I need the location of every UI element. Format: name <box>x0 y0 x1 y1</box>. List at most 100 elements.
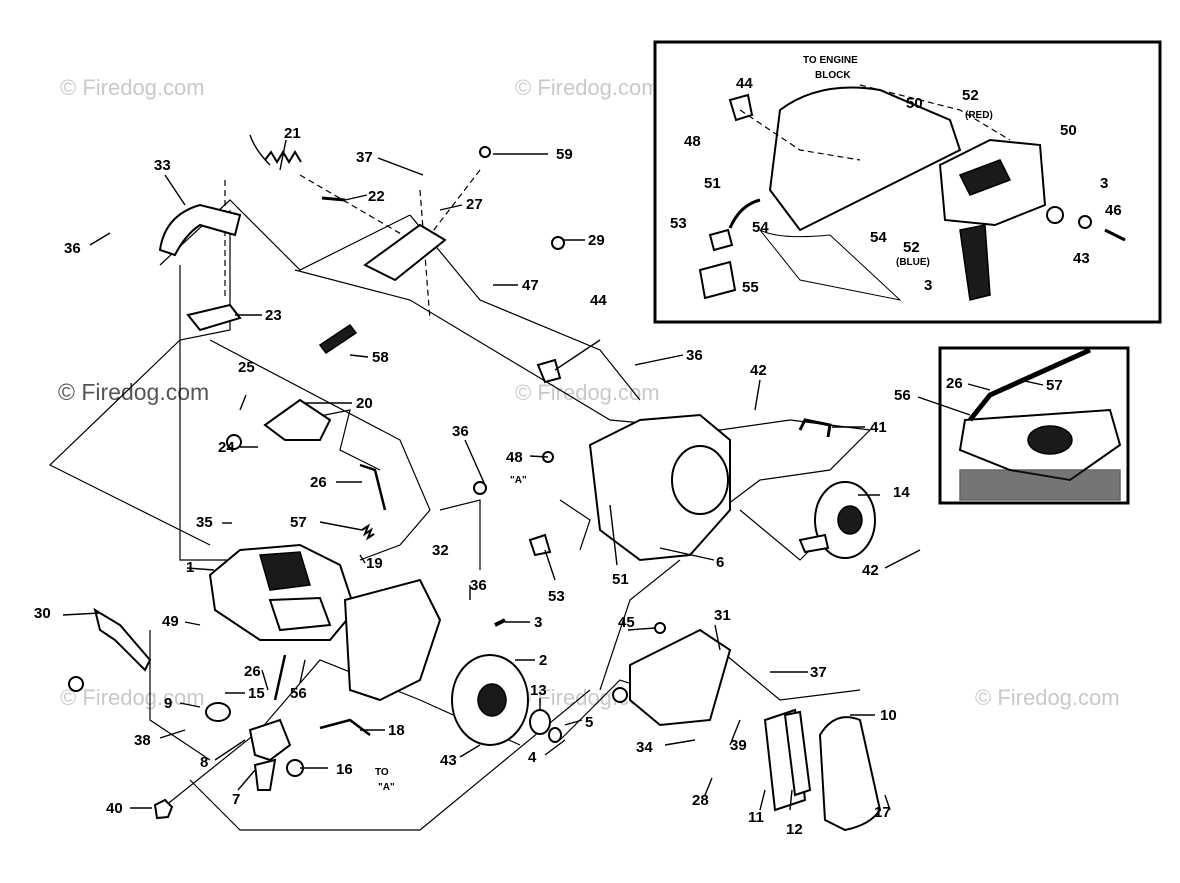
detail-label-26: 26 <box>946 375 963 392</box>
to-a-note-2: "A" <box>378 782 395 793</box>
inset-label-55: 55 <box>742 279 759 296</box>
inset-ignition-detail <box>653 40 1162 324</box>
inset-label-54: 54 <box>752 219 769 236</box>
part-label-31: 31 <box>714 607 731 624</box>
part-label-51: 51 <box>612 571 629 588</box>
detail-labels: 26 57 56 <box>894 375 1063 416</box>
part-label-14: 14 <box>893 484 910 501</box>
part-label-43: 43 <box>440 752 457 769</box>
part-label-37: 37 <box>356 149 373 166</box>
part-label-9: 9 <box>164 695 172 712</box>
inset-label-3: 3 <box>1100 175 1108 192</box>
part-label-57: 57 <box>290 514 307 531</box>
watermark-2: © Firedog.com <box>515 75 660 100</box>
watermark-4: © Firedog.com <box>58 379 209 405</box>
part-label-26b: 26 <box>244 663 261 680</box>
inset-label-44: 44 <box>736 75 753 92</box>
part-label-36b: 36 <box>686 347 703 364</box>
part-label-16: 16 <box>336 761 353 778</box>
part-label-2: 2 <box>539 652 547 669</box>
part-label-17: 17 <box>874 804 891 821</box>
to-engine-note: TO ENGINE <box>803 55 858 66</box>
cylinder-shroud <box>343 578 442 702</box>
part-label-30: 30 <box>34 605 51 622</box>
part-label-26: 26 <box>310 474 327 491</box>
filter-housing <box>629 628 732 727</box>
part-label-5: 5 <box>585 714 593 731</box>
part-label-12: 12 <box>786 821 803 838</box>
part-label-41: 41 <box>870 419 887 436</box>
part-label-37b: 37 <box>810 664 827 681</box>
part-label-47: 47 <box>522 277 539 294</box>
inset-label-50b: 50 <box>1060 122 1077 139</box>
inset-label-3b: 3 <box>924 277 932 294</box>
part-label-8: 8 <box>200 754 208 771</box>
inset-label-52b: 52 <box>903 239 920 256</box>
inset-label-51: 51 <box>704 175 721 192</box>
inset-lever-detail <box>938 346 1130 505</box>
part-label-38: 38 <box>134 732 151 749</box>
bracket-part <box>158 203 242 257</box>
part-label-33: 33 <box>154 157 171 174</box>
ref-a-note: "A" <box>510 475 527 486</box>
leader-lines <box>62 139 921 811</box>
part-label-40: 40 <box>106 800 123 817</box>
inset-label-50: 50 <box>906 95 923 112</box>
carburetor <box>248 718 292 762</box>
inset-label-53: 53 <box>670 215 687 232</box>
part-label-34: 34 <box>636 739 653 756</box>
part-label-39: 39 <box>730 737 747 754</box>
part-number-labels: 21 37 59 33 22 27 29 36 47 23 58 44 36 4… <box>34 125 910 838</box>
part-label-23: 23 <box>265 307 282 324</box>
part-label-25: 25 <box>238 359 255 376</box>
inset-label-48: 48 <box>684 133 701 150</box>
parts <box>68 134 882 832</box>
part-label-15: 15 <box>248 685 265 702</box>
to-engine-note-2: BLOCK <box>815 70 851 81</box>
part-label-7: 7 <box>232 791 240 808</box>
shield <box>93 607 152 672</box>
detail-label-57: 57 <box>1046 377 1063 394</box>
part-label-59: 59 <box>556 146 573 163</box>
part-label-42: 42 <box>750 362 767 379</box>
part-label-4: 4 <box>528 749 537 766</box>
part-label-27: 27 <box>466 196 483 213</box>
part-label-11: 11 <box>748 809 764 826</box>
detail-label-56: 56 <box>894 387 911 404</box>
part-label-36: 36 <box>64 240 81 257</box>
watermark-9: © Firedog.com <box>975 685 1120 710</box>
reference-notes: TO "A" "A" TO ENGINE BLOCK (RED) (BLUE) <box>375 55 993 793</box>
part-label-36d: 36 <box>470 577 487 594</box>
part-label-36c: 36 <box>452 423 469 440</box>
part-label-18: 18 <box>388 722 405 739</box>
watermark-7: © Firedog.com <box>60 685 205 710</box>
part-label-24: 24 <box>218 439 235 456</box>
filter-cover <box>818 716 882 832</box>
part-label-56: 56 <box>290 685 307 702</box>
part-label-48: 48 <box>506 449 523 466</box>
part-label-58: 58 <box>372 349 389 366</box>
blue-wire-note: (BLUE) <box>896 257 930 268</box>
part-label-32: 32 <box>432 542 449 559</box>
part-label-45: 45 <box>618 614 635 631</box>
part-label-19: 19 <box>366 555 383 572</box>
part-label-44: 44 <box>590 292 607 309</box>
inset-label-54b: 54 <box>870 229 887 246</box>
inset-label-52: 52 <box>962 87 979 104</box>
part-label-42b: 42 <box>862 562 879 579</box>
inset-label-43: 43 <box>1073 250 1090 267</box>
part-label-29: 29 <box>588 232 605 249</box>
part-label-28: 28 <box>692 792 709 809</box>
inset-label-46: 46 <box>1105 202 1122 219</box>
watermark-5: © Firedog.com <box>515 380 660 405</box>
part-label-6: 6 <box>716 554 724 571</box>
part-label-49: 49 <box>162 613 179 630</box>
part-label-3: 3 <box>534 614 542 631</box>
part-label-13: 13 <box>530 682 547 699</box>
to-a-note: TO <box>375 767 389 778</box>
watermark-1: © Firedog.com <box>60 75 205 100</box>
part-label-53: 53 <box>548 588 565 605</box>
part-label-35: 35 <box>196 514 213 531</box>
